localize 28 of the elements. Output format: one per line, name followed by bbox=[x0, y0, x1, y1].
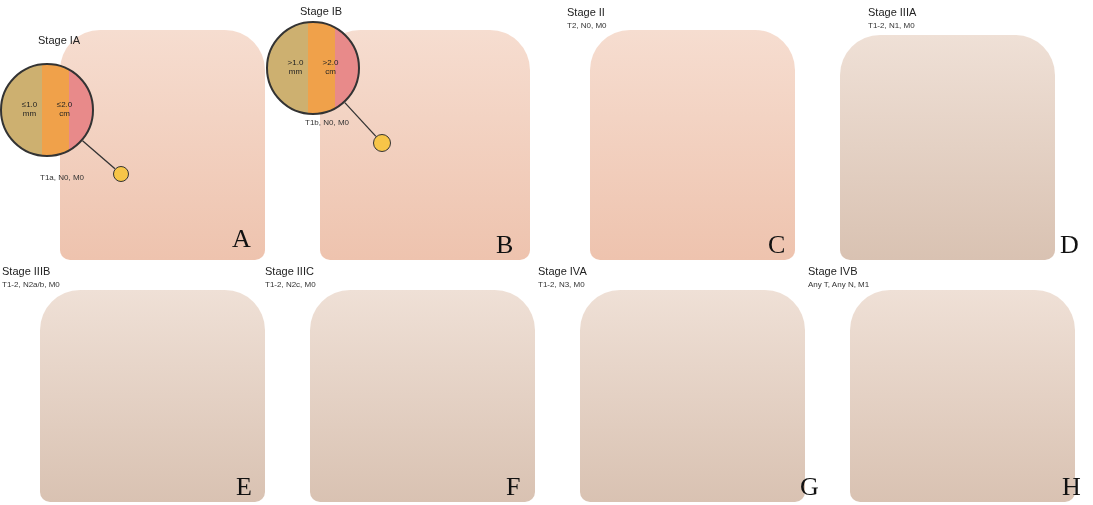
measurement-label: >1.0 mm bbox=[286, 59, 305, 77]
stage-title: Stage IVA bbox=[538, 265, 587, 277]
panel-letter: E bbox=[236, 474, 252, 500]
stage-title: Stage IVB bbox=[808, 265, 858, 277]
tnm-label: T1-2, N1, M0 bbox=[868, 21, 915, 30]
stage-title: Stage IIIB bbox=[2, 265, 51, 277]
tnm-label: T1-2, N2a/b, M0 bbox=[2, 280, 60, 289]
stage-title: Stage II bbox=[567, 6, 605, 18]
stage-title: Stage IA bbox=[38, 34, 81, 46]
panel-letter: F bbox=[506, 474, 521, 500]
tnm-label: T1-2, N2c, M0 bbox=[265, 280, 316, 289]
stage-title: Stage IIIC bbox=[265, 265, 314, 277]
leader-line bbox=[344, 101, 377, 138]
panel-letter: G bbox=[800, 474, 819, 500]
panel-letter: H bbox=[1062, 474, 1081, 500]
measurement-label: ≤1.0 mm bbox=[20, 101, 39, 119]
panel-letter: D bbox=[1060, 232, 1079, 258]
panel-letter: B bbox=[496, 232, 514, 258]
panel-letter: A bbox=[232, 226, 251, 252]
panel-letter: C bbox=[768, 232, 786, 258]
stage-title: Stage IIIA bbox=[868, 6, 917, 18]
measurement-label: ≤2.0 cm bbox=[55, 101, 74, 119]
tnm-label: T1a, N0, M0 bbox=[40, 173, 84, 182]
tnm-label: Any T, Any N, M1 bbox=[808, 280, 870, 289]
measurement-label: >2.0 cm bbox=[321, 59, 340, 77]
leader-line bbox=[81, 140, 116, 170]
tnm-label: T1-2, N3, M0 bbox=[538, 280, 585, 289]
tnm-label: T2, N0, M0 bbox=[567, 21, 607, 30]
